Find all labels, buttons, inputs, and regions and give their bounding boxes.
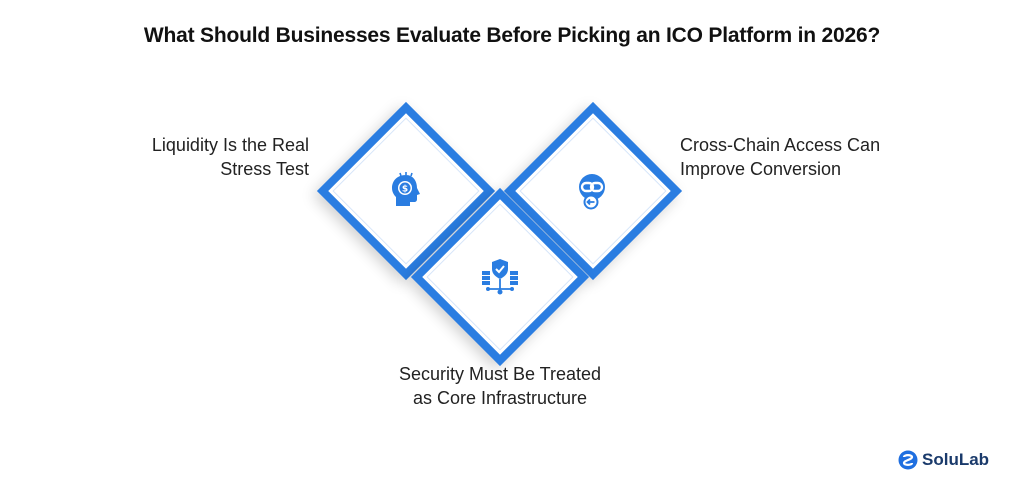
svg-text:$: $ [402, 185, 408, 195]
item-label-line: Improve Conversion [680, 159, 842, 179]
page-title: What Should Businesses Evaluate Before P… [143, 24, 881, 47]
solulab-logo-icon [898, 450, 918, 470]
diamond-card-security [410, 187, 590, 367]
item-label-line: Cross-Chain Access Can [680, 135, 881, 155]
item-label-line: Liquidity Is the Real [151, 135, 309, 155]
diamond-card-liquidity: $ [316, 101, 496, 281]
item-label-line: Stress Test [220, 159, 309, 179]
item-label-line: Security Must Be Treated [398, 364, 602, 384]
item-label-liquidity: Liquidity Is the Real Stress Test [152, 133, 309, 181]
shield-server-icon [482, 259, 518, 295]
head-coin-icon: $ [392, 172, 420, 206]
chain-link-icon [579, 174, 605, 210]
item-label-security: Security Must Be Treated as Core Infrast… [0, 362, 1000, 410]
brand-name: SoluLab [922, 450, 990, 469]
solulab-logo: SoluLab [898, 450, 989, 470]
diamond-card-cross-chain [503, 101, 683, 281]
item-label-cross-chain: Cross-Chain Access Can Improve Conversio… [680, 133, 880, 181]
item-label-line: as Core Infrastructure [412, 388, 588, 408]
